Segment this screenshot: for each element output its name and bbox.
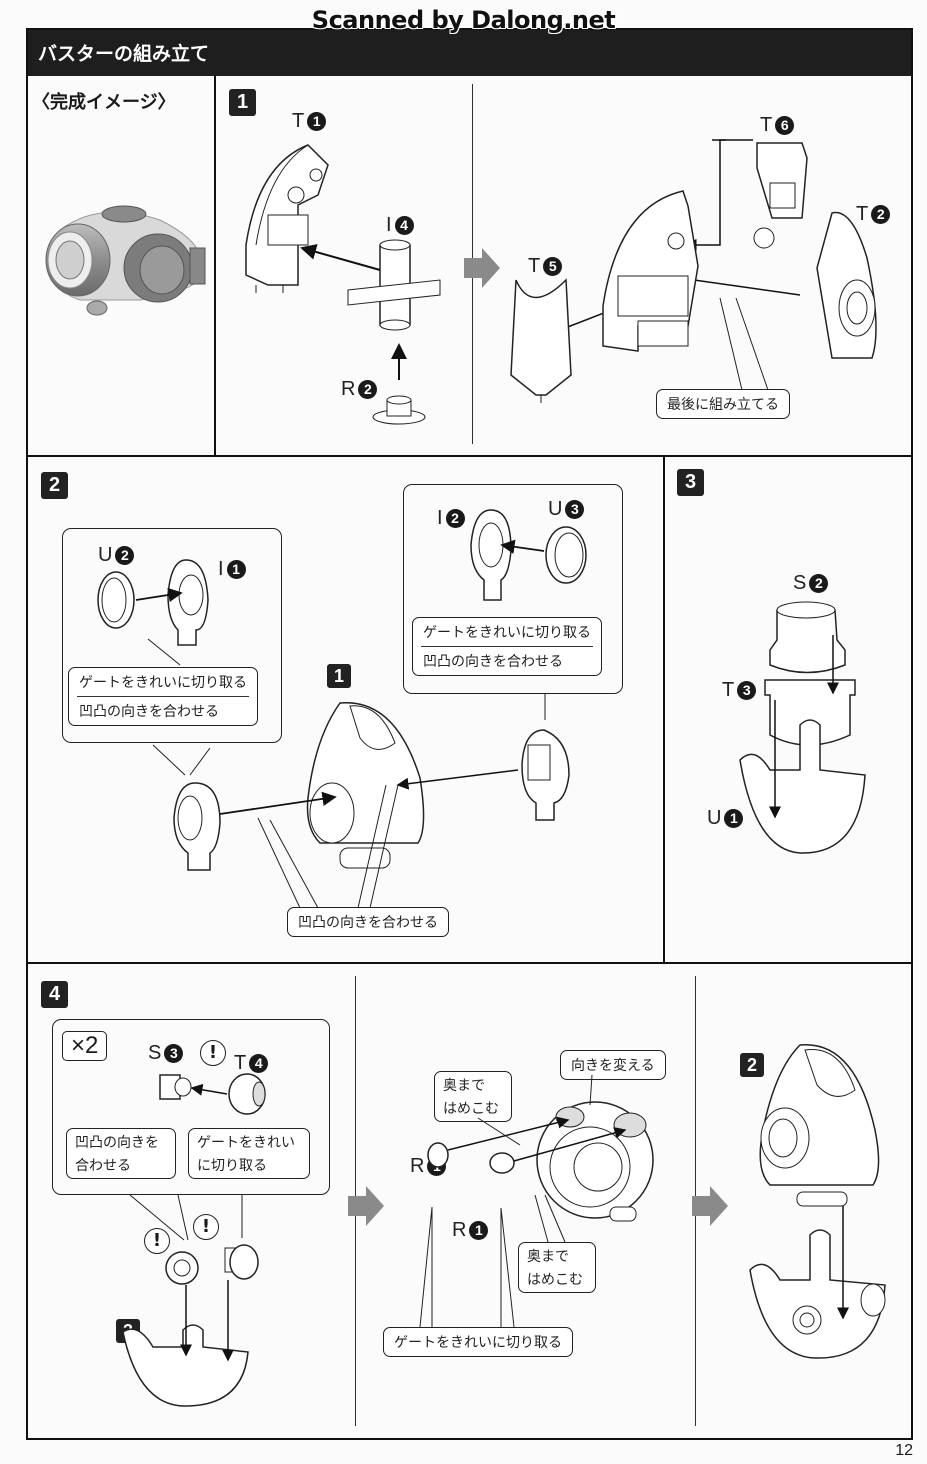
step-number-badge: 2 <box>41 472 68 499</box>
section-title: バスターの組み立て <box>38 43 210 65</box>
part-t1-drawing <box>238 135 348 285</box>
callout-step4-gate: ゲートをきれい に切り取る <box>188 1128 310 1179</box>
section-header: バスターの組み立て <box>26 28 913 76</box>
next-arrow-icon <box>464 248 500 288</box>
step-number-badge: 1 <box>229 89 256 116</box>
divider-row1 <box>26 455 913 457</box>
page-number: 12 <box>895 1442 913 1459</box>
part-right-socket-drawing <box>514 725 574 820</box>
buster-photo-icon <box>40 200 205 325</box>
divider-step3 <box>663 456 665 962</box>
callout-push-top: 奥まで はめこむ <box>434 1071 512 1122</box>
part-s3-t4-drawing <box>155 1070 275 1120</box>
part-t6-drawing <box>752 138 812 233</box>
callout-gate-middle: ゲートをきれいに切り取る <box>383 1327 573 1357</box>
divider-completed <box>214 76 216 455</box>
part-i2-u3-drawing <box>466 505 596 605</box>
callout-left-notes: ゲートをきれいに切り取る 凹凸の向きを合わせる <box>68 667 258 726</box>
watermark: Scanned by Dalong.net <box>311 6 616 34</box>
step2-body-drawing <box>300 698 430 878</box>
attention-icon: ! <box>193 1214 219 1240</box>
attention-icon: ! <box>200 1040 226 1066</box>
step4-middle-drawing <box>420 1095 660 1235</box>
page-frame <box>26 28 913 1440</box>
callout-right-notes: ゲートをきれいに切り取る 凹凸の向きを合わせる <box>412 617 602 676</box>
detail-bubble-left <box>62 528 282 743</box>
step-number-badge: 4 <box>41 981 68 1008</box>
step-number-badge: 3 <box>677 469 704 496</box>
step4-base-drawing <box>118 1322 253 1407</box>
callout-step4-align: 凹凸の向きを 合わせる <box>66 1128 176 1179</box>
step1-core-drawing <box>598 186 708 356</box>
step4-final-drawing <box>745 1040 895 1360</box>
callout-assemble-last: 最後に組み立てる <box>656 389 790 419</box>
callout-align-bottom: 凹凸の向きを合わせる <box>287 907 449 937</box>
callout-push-bottom: 奥まで はめこむ <box>518 1242 596 1293</box>
part-left-socket-drawing <box>170 778 230 873</box>
multiplier-badge: ×2 <box>62 1031 108 1061</box>
attention-icon: ! <box>144 1228 170 1254</box>
callout-turn: 向きを変える <box>560 1050 666 1080</box>
completed-image-label: 〈完成イメージ〉 <box>32 92 176 113</box>
divider-row2 <box>26 962 913 964</box>
next-arrow-icon <box>348 1186 384 1226</box>
detail-bubble-step4 <box>52 1019 330 1195</box>
detail-bubble-right <box>403 484 623 694</box>
part-t2-drawing <box>812 208 882 368</box>
step4-sockets-drawing <box>160 1240 270 1290</box>
part-i4-drawing <box>340 235 450 345</box>
ref-step-badge: 2 <box>740 1053 764 1077</box>
part-r2-drawing <box>372 395 427 425</box>
step3-parts-drawing <box>735 595 870 855</box>
ref-step-badge: 1 <box>327 664 351 688</box>
part-t5-drawing <box>506 275 576 405</box>
next-arrow-icon <box>692 1186 728 1226</box>
part-u2-i1-drawing <box>96 550 226 645</box>
